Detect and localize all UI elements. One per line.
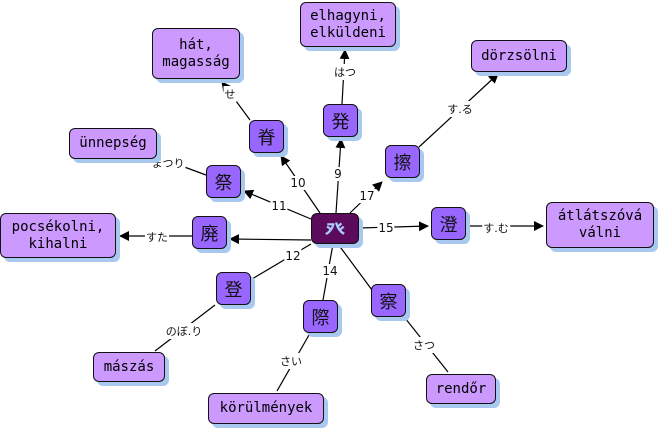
kanji-node[interactable]: 察 xyxy=(371,284,406,317)
meaning-node[interactable]: körülmények xyxy=(208,393,324,424)
reading-label: すた xyxy=(145,229,169,245)
kanji-node[interactable]: 祭 xyxy=(206,165,241,198)
meaning-node[interactable]: ünnepség xyxy=(69,128,157,159)
meaning-node[interactable]: mászás xyxy=(93,352,165,382)
stroke-label: 12 xyxy=(284,249,302,263)
kanji-node[interactable]: 廃 xyxy=(192,216,227,249)
kanji-node[interactable]: 脊 xyxy=(249,120,284,153)
stroke-label: 17 xyxy=(358,189,376,203)
edge-satsu xyxy=(337,243,373,291)
stroke-label: 10 xyxy=(289,176,307,190)
kanji-node[interactable]: 発 xyxy=(323,104,358,137)
meaning-node[interactable]: átlátszóvá válni xyxy=(546,202,654,248)
edge-dou xyxy=(251,243,312,280)
center-radical-node[interactable]: 癶 xyxy=(311,213,359,244)
kanji-node[interactable]: 澄 xyxy=(431,207,466,240)
kanji-node[interactable]: 登 xyxy=(216,272,251,305)
meaning-node[interactable]: rendőr xyxy=(426,374,496,404)
reading-label: さつ xyxy=(412,337,436,353)
reading-label: す.る xyxy=(446,101,474,117)
stroke-label: 15 xyxy=(377,221,395,235)
edge-12 xyxy=(229,234,312,245)
stroke-label: 9 xyxy=(333,167,343,181)
reading-label: はつ xyxy=(333,64,357,80)
reading-label: さい xyxy=(279,353,303,369)
meaning-node[interactable]: hát, magasság xyxy=(152,28,240,79)
stroke-label: 11 xyxy=(270,199,288,213)
reading-label: せ xyxy=(223,86,237,102)
meaning-node[interactable]: dörzsölni xyxy=(471,40,567,72)
reading-label: まつり xyxy=(150,155,186,171)
meaning-node[interactable]: pocsékolni, kihalni xyxy=(0,213,116,258)
kanji-node[interactable]: 際 xyxy=(303,300,338,333)
reading-label: のぼ.り xyxy=(164,323,204,339)
reading-label: す.む xyxy=(482,220,510,236)
kanji-node[interactable]: 擦 xyxy=(385,145,420,178)
stroke-label: 14 xyxy=(321,264,339,278)
meaning-node[interactable]: elhagyni, elküldeni xyxy=(300,2,396,47)
